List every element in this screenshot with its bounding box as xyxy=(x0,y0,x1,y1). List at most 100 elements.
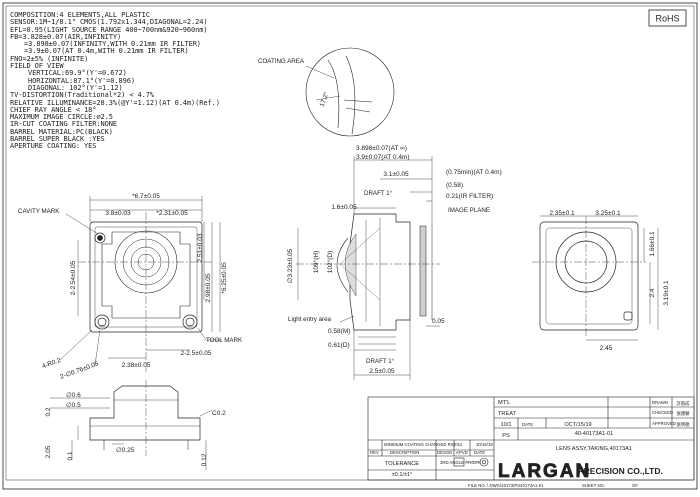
dim-bottom: 2.38±0.05 xyxy=(122,362,151,369)
spec-line: BARREL SUPER BLACK :YES xyxy=(10,135,105,144)
ir-filter xyxy=(419,225,427,317)
lower-view xyxy=(50,380,213,470)
rear-view xyxy=(532,215,659,341)
side-view xyxy=(296,156,440,380)
spec-line: VERTICAL:69.9°(Y'=0.672) xyxy=(28,69,127,78)
tb-tolerance: TOLERANCE xyxy=(385,461,419,467)
tb-mtl-label: MT'L xyxy=(498,400,510,406)
dim-2-35: 2.35±0.1 xyxy=(549,210,575,217)
dim-3-19: 3.19±0.1 xyxy=(663,280,670,306)
dim-2-4: 2.4 xyxy=(649,288,656,297)
dim-0-05: 0.05 xyxy=(432,318,445,325)
coating-angle: 17.2° xyxy=(318,90,331,107)
tb-projection: 3RD ANGLE PROJ'N xyxy=(440,460,481,465)
dim-0-75: (0.75min)(AT 0.4m) xyxy=(446,169,502,176)
cavity-mark-dot xyxy=(94,232,106,244)
rohs-label: RoHS xyxy=(655,14,679,24)
tb-tolerance-value: ±0.1/±1° xyxy=(392,472,413,478)
sheet-of: OF xyxy=(632,483,638,488)
dim-0-58m: 0.58(M) xyxy=(328,328,350,335)
dim-v-mid2: 2.98±0.05 xyxy=(205,273,212,302)
spec-line: EFL=0.95(LIGHT SOURCE RANGE 400~700nm&92… xyxy=(10,25,208,34)
coating-area-label: COATING AREA xyxy=(258,58,305,65)
spec-line: CHIEF RAY ANGLE < 18° xyxy=(10,105,97,114)
top-view xyxy=(59,196,222,372)
tb-checked-label: CHECKED xyxy=(652,410,673,415)
dim-hole-dia: 2-∅0.76±0.05 xyxy=(59,360,100,380)
dim-2-45: 2.45 xyxy=(600,345,613,352)
chamfer-0-6: ∅0.6 xyxy=(66,392,81,399)
lens-spec-notes: COMPOSITION:4 ELEMENTS,ALL PLASTIC SENSO… xyxy=(10,11,300,151)
draft-bottom: DRAFT 1° xyxy=(366,358,395,365)
spec-line: FB=3.828±0.07(AIR,INFINITY) xyxy=(10,32,122,41)
dim-left-width: 3.8±0.03 xyxy=(105,210,131,217)
tb-rev-date: 10/15/19 xyxy=(476,442,493,447)
spec-line: =3.9±0.07(AT 0.4m,WITH 0.21mm IR FILTER) xyxy=(24,47,189,56)
dim-0-61d: 0.61(D) xyxy=(328,342,350,349)
dim-bottom2: 2-2.5±0.05 xyxy=(180,350,211,357)
tb-part-no: 40-40173A1-01 xyxy=(575,431,614,437)
tb-name: LENS ASSY,TAKING,40173A1 xyxy=(556,446,632,452)
fb-04m: 3.9±0.07(AT 0.4m) xyxy=(356,154,410,161)
tb-approved-label: APPROVED xyxy=(652,421,676,426)
dim-overall-width: *6.7±0.05 xyxy=(132,193,160,200)
spec-line: COMPOSITION:4 ELEMENTS,ALL PLASTIC xyxy=(10,11,150,19)
company-name: PRECISION CO.,LTD. xyxy=(578,466,663,476)
dim-v-mid: 2.51±0.03 xyxy=(197,233,204,262)
dim-corner-radius: 4-R0.2 xyxy=(41,357,62,370)
inner-border xyxy=(5,5,695,481)
tb-drawn-label: DRAWN xyxy=(652,400,668,405)
tb-date: OCT/15/19 xyxy=(564,422,591,428)
file-no: FILE NO. \ DWG\40173\PS40173A1-01 xyxy=(468,483,544,488)
ir-filter-thickness: 0.21(IR FILTER) xyxy=(446,193,493,200)
tb-design-col: DESGN xyxy=(437,450,452,455)
dim-1-66: 1.66±0.1 xyxy=(649,231,656,257)
dim-1-6: 1.6±0.05 xyxy=(331,204,357,211)
fov-102: 102°(D) xyxy=(326,251,334,273)
dim-lower-0-2: 0.2 xyxy=(45,407,52,416)
dim-3-1: 3.1±0.05 xyxy=(383,171,409,178)
tb-scale: 10/1 xyxy=(501,422,512,428)
tb-unit: PS xyxy=(502,433,510,439)
image-plane-label: IMAGE PLANE xyxy=(448,207,490,214)
tool-mark-label: TOOL MARK xyxy=(206,337,243,344)
fov-109: 109°(H) xyxy=(312,251,320,273)
dim-lower-0-1: 0.1 xyxy=(67,451,74,460)
rohs-box xyxy=(648,9,687,27)
spec-line: APERTURE COATING: YES xyxy=(10,142,97,151)
draft-top: DRAFT 1° xyxy=(364,190,393,197)
company-logo: LARGAN xyxy=(498,461,591,482)
spec-line: MAXIMUM IMAGE CIRCLE:∅2.5 xyxy=(10,113,113,122)
spec-line: RELATIVE ILLUMINANCE=28.3%(@Y'=1.12)(AT … xyxy=(10,98,220,107)
spec-line: =3.898±0.07(INFINITY,WITH 0.21mm IR FILT… xyxy=(24,40,201,49)
dim-dia-3-23: ∅3.23±0.05 xyxy=(287,248,294,283)
tb-approved-by: 張明德 xyxy=(677,421,691,428)
dim-v-left: 2-2.54±0.05 xyxy=(70,260,77,295)
spec-line: SENSOR:1M~1/8.1" CMOS(1.792x1.344,DIAGON… xyxy=(10,18,208,27)
outer-border xyxy=(2,2,698,490)
tb-date-label: DATE xyxy=(522,422,533,427)
coating-detail xyxy=(305,47,395,137)
tb-desc-col: DESCRIPTION xyxy=(390,450,419,455)
spec-line: FNO=2±5% (INFINITE) xyxy=(10,54,89,63)
dim-v-right: *6.25±0.05 xyxy=(221,262,228,294)
spec-line: IR-CUT COATING FILTER:NONE xyxy=(10,120,117,129)
spec-line: HORIZONTAL:87.1°(Y'=0.896) xyxy=(28,76,135,85)
sheet-no: SHEET NO. xyxy=(582,483,605,488)
chamfer-c0-2: C0.2 xyxy=(212,410,226,417)
dim-lower-2-05: 2.05 xyxy=(45,445,52,458)
dim-0-58: (0.58) xyxy=(446,182,463,189)
cavity-mark-label: CAVITY MARK xyxy=(18,208,60,215)
spec-line: BARREL MATERIAL:PC(BLACK) xyxy=(10,127,113,136)
spec-line: FIELD OF VIEW xyxy=(10,62,64,71)
title-block xyxy=(367,396,695,481)
spec-line: DIAGONAL: 102°(Y'=1.12) xyxy=(28,83,123,92)
chamfer-0-5: ∅0.5 xyxy=(66,402,81,409)
fb-infinity: 3.898±0.07(AT ∞) xyxy=(356,145,407,152)
tb-rev-line: MINIMUM COATING CHANGED RIQ011 xyxy=(384,442,463,447)
light-entry-label: Light entry area xyxy=(288,316,332,323)
tb-treat-label: TREAT xyxy=(498,411,517,417)
dim-dia-0-25: ∅0.25 xyxy=(116,447,135,454)
dim-right-width: *2.31±0.05 xyxy=(156,210,188,217)
